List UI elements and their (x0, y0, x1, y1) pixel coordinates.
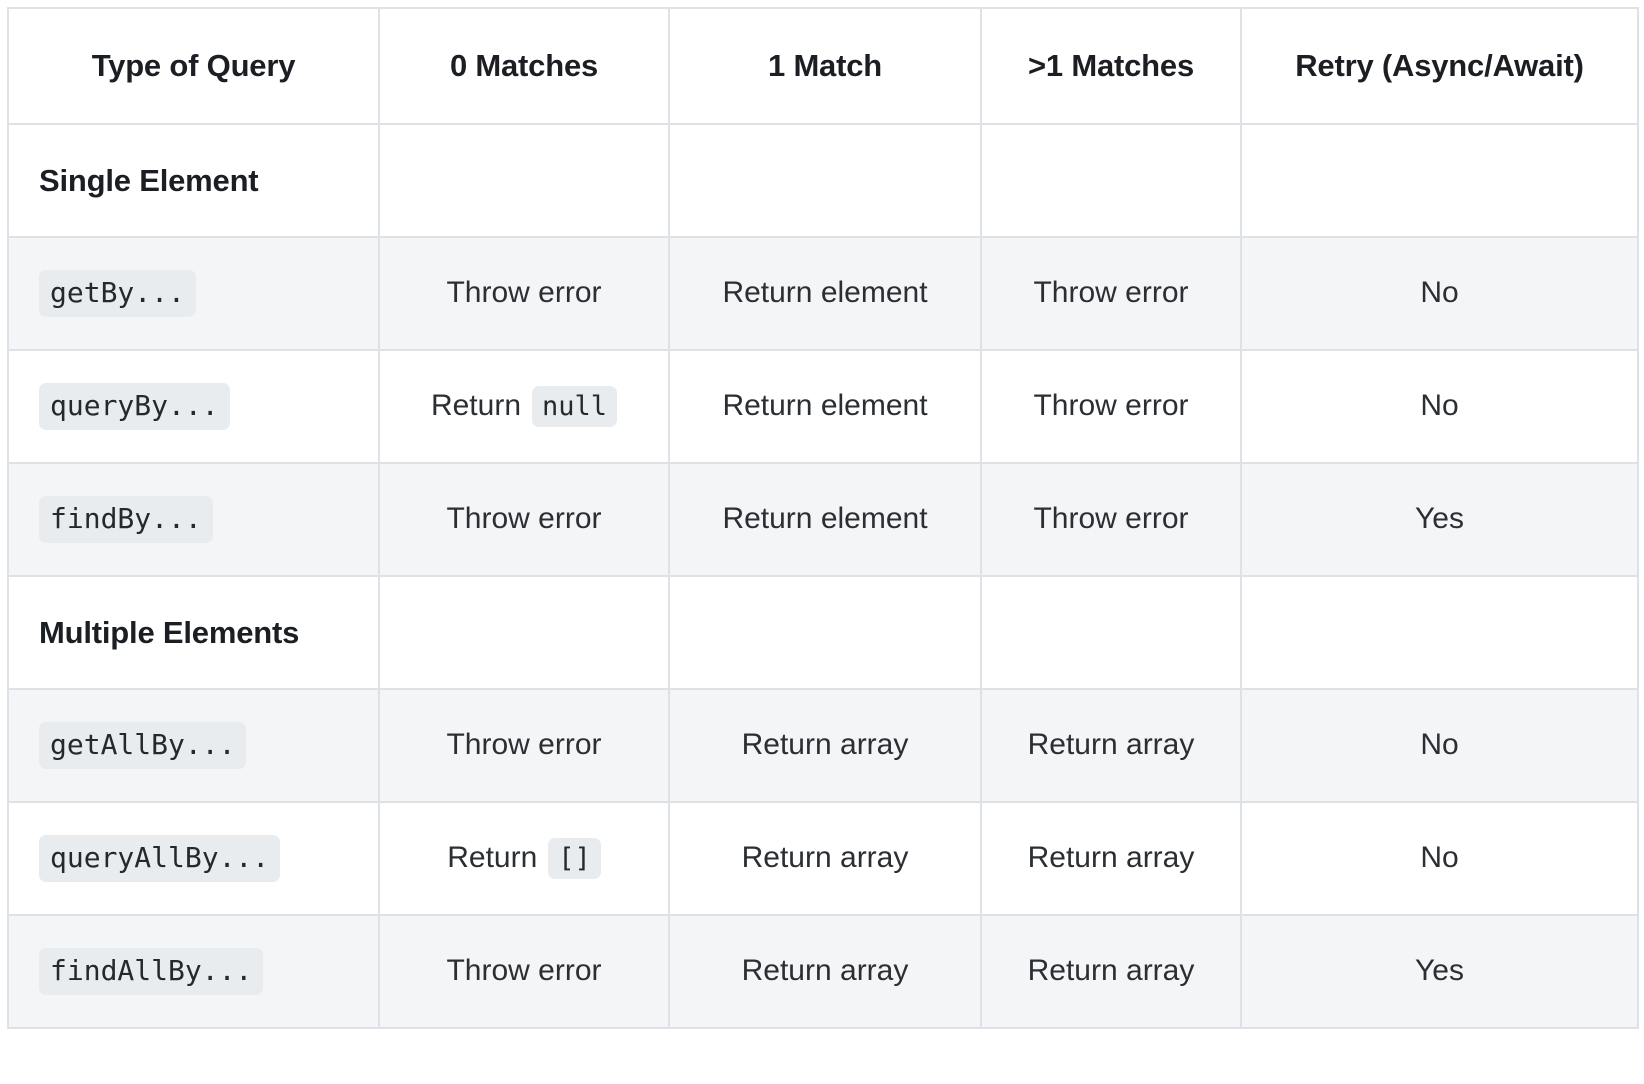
zero-matches-text: Return (447, 841, 538, 875)
column-header-more-than-1-matches: >1 Matches (980, 7, 1242, 125)
query-code-pill: queryBy... (39, 383, 230, 430)
section-label: Single Element (7, 123, 380, 238)
many-matches-cell: Throw error (980, 462, 1242, 577)
query-name-cell: getBy... (7, 236, 380, 351)
many-matches-cell: Throw error (980, 236, 1242, 351)
section-label: Multiple Elements (7, 575, 380, 690)
many-matches-cell: Return array (980, 688, 1242, 803)
retry-cell: No (1240, 801, 1639, 916)
one-match-cell: Return element (668, 236, 982, 351)
zero-matches-cell: Return [] (378, 801, 670, 916)
retry-cell: No (1240, 349, 1639, 464)
zero-matches-text: Return (430, 389, 521, 423)
empty-cell (980, 123, 1242, 238)
many-matches-cell: Return array (980, 801, 1242, 916)
zero-matches-cell: Return null (378, 349, 670, 464)
column-header-retry: Retry (Async/Await) (1240, 7, 1639, 125)
empty-cell (668, 575, 982, 690)
column-header-type-of-query: Type of Query (7, 7, 380, 125)
empty-cell (378, 123, 670, 238)
retry-cell: Yes (1240, 914, 1639, 1029)
empty-cell (980, 575, 1242, 690)
query-table-container: Type of Query 0 Matches 1 Match >1 Match… (7, 7, 1639, 1029)
column-header-0-matches: 0 Matches (378, 7, 670, 125)
zero-matches-cell: Throw error (378, 688, 670, 803)
query-code-pill: findBy... (39, 496, 213, 543)
query-code-pill: getAllBy... (39, 722, 247, 769)
empty-cell (668, 123, 982, 238)
many-matches-cell: Return array (980, 914, 1242, 1029)
testing-library-query-table: Type of Query 0 Matches 1 Match >1 Match… (7, 7, 1639, 1029)
query-code-pill: findAllBy... (39, 948, 264, 995)
zero-matches-value: Return null (430, 385, 618, 428)
table-section-row: Multiple Elements (7, 575, 1639, 690)
one-match-cell: Return array (668, 688, 982, 803)
zero-matches-cell: Throw error (378, 236, 670, 351)
query-name-cell: findBy... (7, 462, 380, 577)
empty-cell (378, 575, 670, 690)
one-match-cell: Return element (668, 349, 982, 464)
empty-cell (1240, 123, 1639, 238)
zero-matches-value: Return [] (447, 837, 601, 880)
one-match-cell: Return array (668, 914, 982, 1029)
query-code-pill: queryAllBy... (39, 835, 281, 882)
many-matches-cell: Throw error (980, 349, 1242, 464)
header-row: Type of Query 0 Matches 1 Match >1 Match… (7, 7, 1639, 125)
one-match-cell: Return array (668, 801, 982, 916)
query-name-cell: findAllBy... (7, 914, 380, 1029)
query-name-cell: queryAllBy... (7, 801, 380, 916)
zero-matches-cell: Throw error (378, 914, 670, 1029)
one-match-cell: Return element (668, 462, 982, 577)
query-code-pill: getBy... (39, 270, 196, 317)
retry-cell: Yes (1240, 462, 1639, 577)
retry-cell: No (1240, 688, 1639, 803)
zero-matches-code-pill: null (532, 385, 618, 428)
query-name-cell: getAllBy... (7, 688, 380, 803)
table-header: Type of Query 0 Matches 1 Match >1 Match… (7, 7, 1639, 125)
empty-cell (1240, 575, 1639, 690)
zero-matches-cell: Throw error (378, 462, 670, 577)
column-header-1-match: 1 Match (668, 7, 982, 125)
retry-cell: No (1240, 236, 1639, 351)
query-name-cell: queryBy... (7, 349, 380, 464)
table-section-row: Single Element (7, 123, 1639, 238)
zero-matches-code-pill: [] (548, 837, 601, 880)
